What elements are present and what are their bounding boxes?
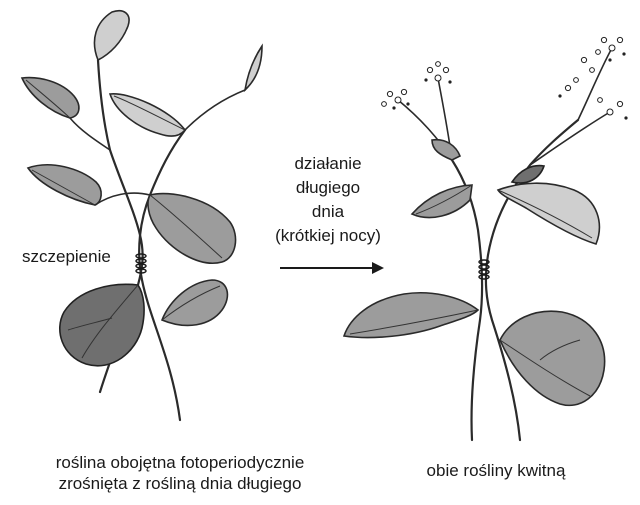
action-line: dnia [268, 200, 388, 224]
long-day-action-label: działanie długiego dnia (krótkiej nocy) [268, 152, 388, 248]
right-caption: obie rośliny kwitną [396, 460, 596, 481]
action-line: długiego [268, 176, 388, 200]
flower-cluster [382, 37, 628, 119]
transition-arrow [280, 262, 384, 274]
caption-line: roślina obojętna fotoperiodycznie [30, 452, 330, 473]
action-line: (krótkiej nocy) [268, 224, 388, 248]
caption-line: zrośnięta z rośliną dnia długiego [30, 473, 330, 494]
action-line: działanie [268, 152, 388, 176]
graft-label: szczepienie [22, 246, 111, 267]
left-plant-illustration [22, 11, 262, 420]
left-caption: roślina obojętna fotoperiodycznie zrośni… [30, 452, 330, 494]
